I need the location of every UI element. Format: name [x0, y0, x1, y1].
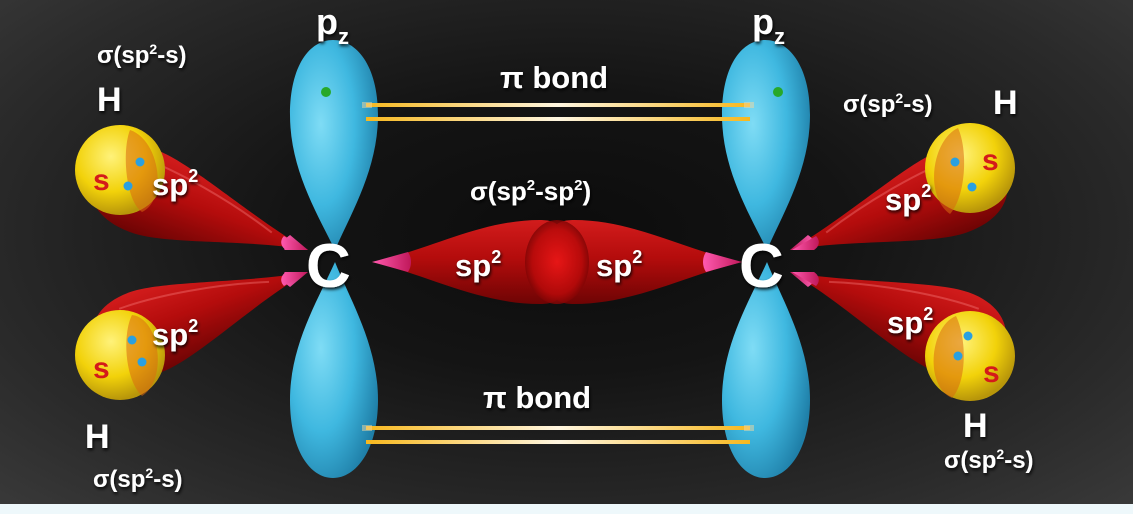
pz-orbital-left — [290, 40, 378, 478]
sigma-cc-bond — [372, 220, 742, 304]
pz-orbital-right — [722, 40, 810, 478]
pz-label-right: pz — [752, 1, 785, 49]
sp2-label-center-right: sp2 — [596, 247, 642, 283]
hydrogen-atom-bottom-right: H — [963, 407, 988, 445]
pz-electron-right — [773, 87, 783, 97]
pz-label-left: pz — [316, 1, 349, 49]
s-orbital-label-bottom-left: s — [93, 352, 110, 385]
sigma-cc-label: σ(sp2-sp2) — [470, 176, 591, 206]
hydrogen-atom-bottom-left: H — [85, 418, 110, 456]
sp2-s-bond-top-right — [774, 123, 1021, 293]
s-orbital-label-bottom-right: s — [983, 356, 1000, 389]
sigma-ch-label-bottom-left: σ(sp2-s) — [93, 465, 183, 493]
hydrogen-atom-top-right: H — [993, 84, 1018, 122]
pi-bond-top — [362, 102, 754, 121]
pi-bond-label-bottom: π bond — [483, 380, 591, 415]
sp2-s-bond-bottom-right — [773, 231, 1020, 401]
sp2-label-top-left: sp2 — [152, 166, 198, 202]
s-orbital-label-top-right: s — [982, 144, 999, 177]
pi-bond-bottom — [362, 425, 754, 444]
sp2-label-top-right: sp2 — [885, 181, 931, 217]
sigma-ch-label-bottom-right: σ(sp2-s) — [944, 446, 1034, 474]
sigma-ch-label-top-right: σ(sp2-s) — [843, 90, 933, 118]
s-orbital-label-top-left: s — [93, 164, 110, 197]
sigma-ch-label-top-left: σ(sp2-s) — [97, 41, 187, 69]
sp2-s-bond-top-left — [75, 125, 324, 293]
hydrogen-atom-top-left: H — [97, 81, 122, 119]
pi-bond-label-top: π bond — [500, 60, 608, 95]
sp2-label-bottom-left: sp2 — [152, 316, 198, 352]
sp2-label-bottom-right: sp2 — [887, 304, 933, 340]
carbon-atom-right: C — [739, 232, 784, 301]
sp2-label-center-left: sp2 — [455, 247, 501, 283]
carbon-atom-left: C — [306, 232, 351, 301]
sp2-s-bond-bottom-left — [75, 231, 325, 400]
pz-electron-left — [321, 87, 331, 97]
